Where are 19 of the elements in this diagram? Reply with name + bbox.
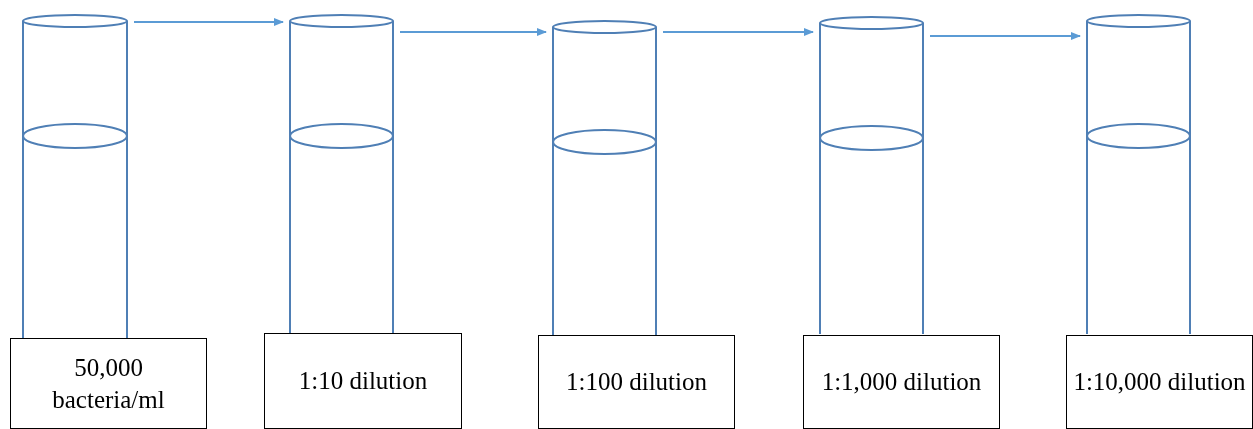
label-box bbox=[1066, 335, 1253, 429]
arrow bbox=[662, 28, 814, 36]
label-box bbox=[803, 335, 1000, 429]
arrow bbox=[133, 18, 284, 26]
arrow bbox=[399, 28, 547, 36]
label-box bbox=[10, 338, 207, 429]
test-tube-drawing bbox=[1086, 14, 1191, 334]
dilution-label: 1:1,000 dilution bbox=[820, 367, 983, 398]
test-tube-drawing bbox=[289, 14, 394, 334]
test-tube-drawing bbox=[22, 14, 128, 340]
dilution-label: 50,000 bacteria/ml bbox=[51, 353, 166, 415]
label-box bbox=[264, 333, 462, 429]
test-tube-drawing bbox=[552, 20, 657, 336]
dilution-label: 1:10,000 dilution bbox=[1072, 367, 1247, 398]
label-box bbox=[538, 335, 735, 429]
test-tube-drawing bbox=[819, 16, 924, 334]
dilution-label: 1:100 dilution bbox=[565, 367, 708, 398]
arrow bbox=[929, 32, 1081, 40]
dilution-label: 1:10 dilution bbox=[297, 366, 429, 397]
